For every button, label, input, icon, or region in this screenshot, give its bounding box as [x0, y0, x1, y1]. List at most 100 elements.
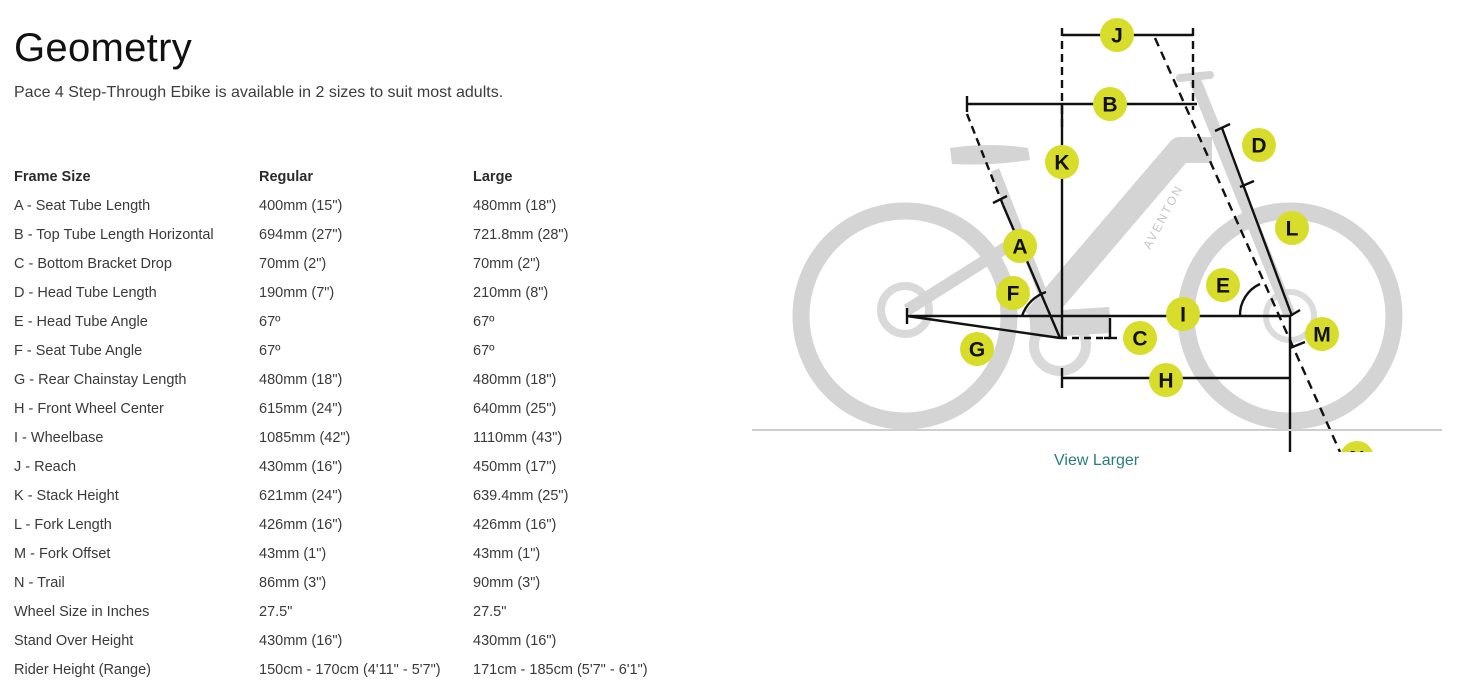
table-row: N - Trail 86mm (3") 90mm (3") [8, 568, 654, 597]
label-circle [996, 276, 1030, 310]
dimension-label-l: L [1275, 211, 1309, 245]
label-letter: E [1216, 275, 1230, 298]
label-letter: L [1286, 218, 1299, 241]
regular-value: 150cm - 170cm (4'11" - 5'7") [259, 661, 441, 678]
dimension-label-f: F [996, 276, 1030, 310]
geometry-table: Frame Size Regular Large A - Seat Tube L… [8, 162, 654, 684]
large-value: 639.4mm (25") [473, 487, 569, 504]
rear-cassette [877, 282, 933, 338]
spec-name: H - Front Wheel Center [14, 400, 164, 417]
regular-value: 615mm (24") [259, 400, 343, 417]
large-value: 67º [473, 313, 495, 330]
label-circle [1100, 18, 1134, 52]
large-value: 480mm (18") [473, 371, 557, 388]
regular-value: 426mm (16") [259, 516, 343, 533]
large-value: 426mm (16") [473, 516, 557, 533]
label-letter: C [1132, 328, 1147, 351]
large-value: 430mm (16") [473, 632, 557, 649]
large-value: 43mm (1") [473, 545, 541, 562]
table-row: L - Fork Length 426mm (16") 426mm (16") [8, 510, 654, 539]
label-circle [960, 332, 994, 366]
dimension-label-i: I [1166, 297, 1200, 331]
label-letter: H [1158, 370, 1173, 393]
dimension-label-a: A [1003, 229, 1037, 263]
table-row: D - Head Tube Length 190mm (7") 210mm (8") [8, 278, 654, 307]
label-circle [1242, 128, 1276, 162]
saddle [950, 145, 1030, 165]
dimension-label-b: B [1093, 87, 1127, 121]
large-value: 171cm - 185cm (5'7" - 6'1") [473, 661, 648, 678]
dimension-label-m: M [1305, 317, 1339, 351]
table-row: H - Front Wheel Center 615mm (24") 640mm (… [8, 394, 654, 423]
spec-name: Wheel Size in Inches [14, 603, 150, 620]
regular-value: 430mm (16") [259, 632, 343, 649]
large-value: 90mm (3") [473, 574, 541, 591]
large-value: 210mm (8") [473, 284, 549, 301]
large-value: 27.5" [473, 603, 507, 620]
regular-value: 480mm (18") [259, 371, 343, 388]
large-value: 70mm (2") [473, 255, 541, 272]
spec-name: E - Head Tube Angle [14, 313, 148, 330]
label-circle [1093, 87, 1127, 121]
regular-value: 70mm (2") [259, 255, 327, 272]
spec-name: G - Rear Chainstay Length [14, 371, 187, 388]
regular-value: 1085mm (42") [259, 429, 351, 446]
label-circle [1003, 229, 1037, 263]
regular-value: 67º [259, 342, 281, 359]
header-large: Large [473, 168, 513, 185]
regular-value: 67º [259, 313, 281, 330]
dimension-label-d: D [1242, 128, 1276, 162]
page-subtitle: Pace 4 Step-Through Ebike is available i… [14, 84, 504, 101]
bike-silhouette [792, 71, 1403, 430]
spec-name: Rider Height (Range) [14, 661, 152, 678]
spec-name: D - Head Tube Length [14, 284, 157, 301]
view-larger-link[interactable]: View Larger [1054, 452, 1140, 469]
label-circle [1341, 441, 1373, 452]
table-row: G - Rear Chainstay Length 480mm (18") 480m… [8, 365, 654, 394]
label-letter: G [969, 339, 985, 362]
dimension-label-g: G [960, 332, 994, 366]
label-circle [1275, 211, 1309, 245]
regular-value: 621mm (24") [259, 487, 343, 504]
table-header-row: Frame Size Regular Large [8, 162, 654, 191]
regular-value: 86mm (3") [259, 574, 327, 591]
regular-value: 400mm (15") [259, 197, 343, 214]
spec-name: A - Seat Tube Length [14, 197, 151, 214]
regular-value: 43mm (1") [259, 545, 327, 562]
label-circle [1206, 268, 1240, 302]
header-regular: Regular [259, 168, 313, 185]
header-frame-size: Frame Size [14, 168, 91, 185]
spec-name: J - Reach [14, 458, 77, 475]
bike-geometry-diagram: AVENTON JBKDLAEFICGMHN [752, 18, 1442, 452]
regular-value: 430mm (16") [259, 458, 343, 475]
measurement-lines [905, 28, 1342, 452]
bottom-frame [1029, 307, 1111, 338]
label-circle [1149, 363, 1183, 397]
spec-name: L - Fork Length [14, 516, 112, 533]
label-letter: I [1180, 304, 1186, 327]
label-letter: K [1054, 152, 1069, 175]
table-row: E - Head Tube Angle 67º 67º [8, 307, 654, 336]
label-circle [1305, 317, 1339, 351]
fork [1189, 77, 1296, 319]
spec-name: N - Trail [14, 574, 65, 591]
label-letter: A [1012, 236, 1027, 259]
regular-value: 190mm (7") [259, 284, 335, 301]
dimension-label-k: K [1045, 145, 1079, 179]
down-tube [1025, 137, 1212, 329]
label-letter: F [1007, 283, 1020, 306]
dimension-labels: JBKDLAEFICGMHN [960, 18, 1373, 452]
spec-name: F - Seat Tube Angle [14, 342, 143, 359]
label-circle [1166, 297, 1200, 331]
spec-name: I - Wheelbase [14, 429, 104, 446]
dimension-label-e: E [1206, 268, 1240, 302]
large-value: 640mm (25") [473, 400, 557, 417]
